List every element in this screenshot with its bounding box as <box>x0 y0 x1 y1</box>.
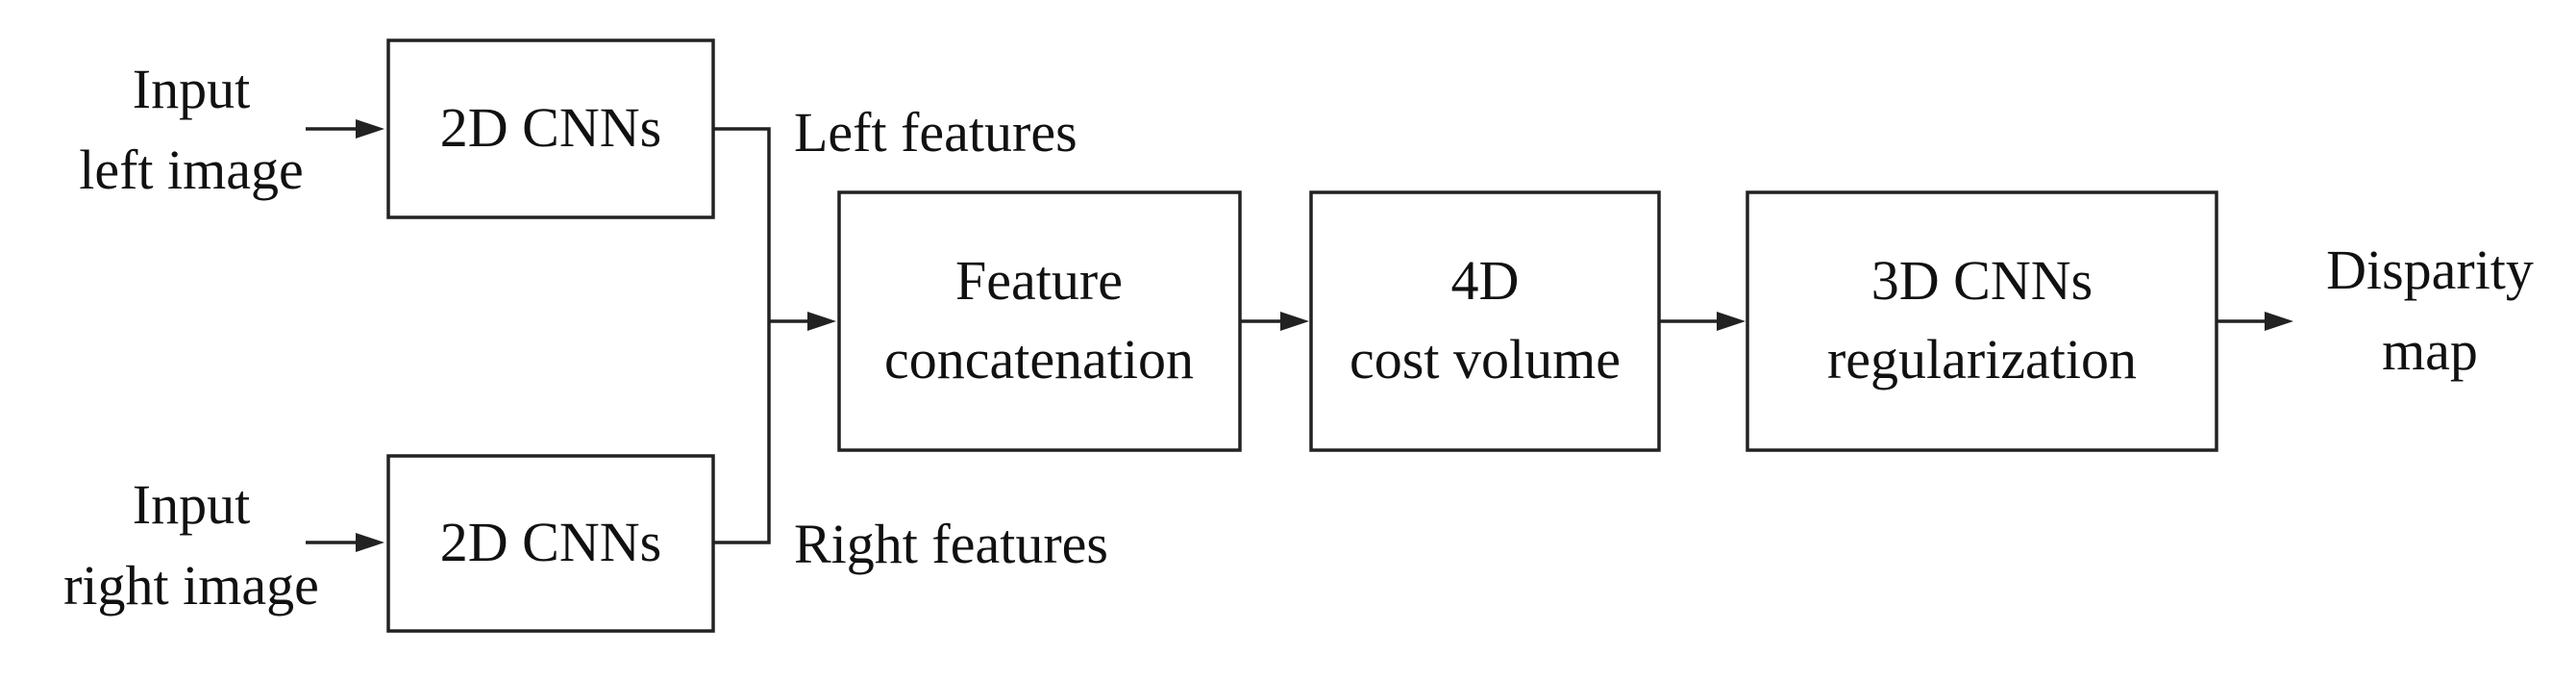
right-features-label: Right features <box>794 513 1108 575</box>
arrow-left-input <box>306 119 384 139</box>
output-line1: Disparity <box>2326 239 2534 301</box>
arrow-to-output <box>2217 312 2293 331</box>
input-left-label: Input left image <box>79 58 304 201</box>
regularization-line1: 3D CNNs <box>1871 249 2093 312</box>
cost-volume-line1: 4D <box>1451 249 1520 312</box>
cnn-left-label: 2D CNNs <box>440 96 661 159</box>
feature-connector <box>713 127 836 544</box>
cnn-right-box: 2D CNNs <box>386 454 715 633</box>
concat-line2: concatenation <box>884 328 1194 391</box>
output-line2: map <box>2382 319 2478 382</box>
input-right-line1: Input <box>133 473 250 536</box>
concat-line1: Feature <box>955 249 1123 312</box>
arrow-volume-to-regularization <box>1659 312 1746 331</box>
cost-volume-line2: cost volume <box>1350 328 1621 391</box>
input-left-line2: left image <box>79 139 304 201</box>
disparity-map-label: Disparity map <box>2326 239 2534 382</box>
cost-volume-box: 4D cost volume <box>1309 190 1661 452</box>
input-right-line2: right image <box>63 554 319 617</box>
arrow-concat-to-volume <box>1240 312 1309 331</box>
regularization-line2: regularization <box>1827 328 2137 391</box>
input-right-label: Input right image <box>63 473 319 617</box>
left-features-label: Left features <box>794 101 1077 164</box>
arrow-right-input <box>306 533 384 552</box>
regularization-box: 3D CNNs regularization <box>1746 190 2218 452</box>
input-left-line1: Input <box>133 58 250 120</box>
cnn-left-box: 2D CNNs <box>386 38 715 219</box>
cnn-right-label: 2D CNNs <box>440 511 661 573</box>
feature-concatenation-box: Feature concatenation <box>837 190 1242 452</box>
